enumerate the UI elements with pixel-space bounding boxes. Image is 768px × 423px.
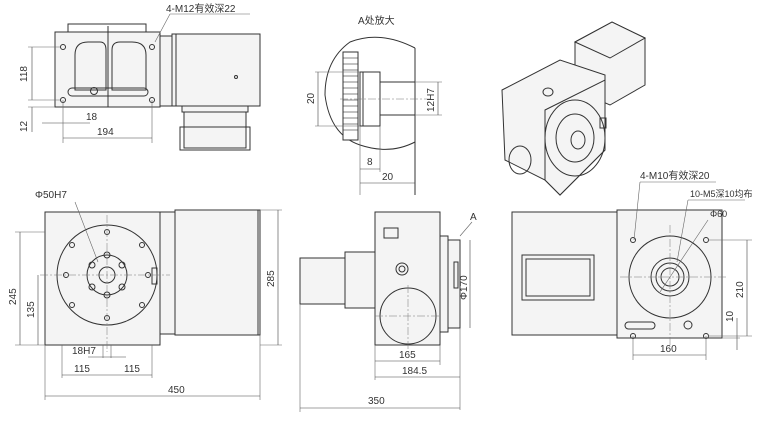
dim-12: 12: [19, 120, 30, 132]
top-view: 4-M12有效深22 118 12 18 194: [19, 2, 261, 151]
dim-phi50h7: Φ50H7: [35, 190, 67, 201]
hole-note-m5: 10-M5深10均布: [690, 188, 753, 199]
dim-210: 210: [735, 281, 746, 298]
dim-12h7: 12H7: [426, 88, 437, 112]
rear-view: 4-M10有效深20 10-M5深10均布 Φ60 210 10 160: [511, 169, 753, 360]
dim-135: 135: [26, 301, 37, 318]
dim-160: 160: [660, 344, 677, 355]
dim-118: 118: [19, 66, 30, 82]
dim-285: 285: [266, 270, 277, 287]
dim-18h7: 18H7: [72, 346, 96, 357]
thread-note-m12: 4-M12有效深22: [166, 2, 236, 15]
isometric-view: [501, 21, 647, 196]
dim-245: 245: [8, 288, 19, 305]
dim-8: 8: [367, 157, 373, 168]
dim-20-vertical: 20: [306, 92, 317, 104]
dim-350: 350: [368, 396, 385, 407]
side-view: A Φ170 165 184.5 350: [299, 211, 477, 412]
dim-450: 450: [168, 385, 185, 396]
dim-115-left: 115: [74, 364, 90, 375]
dim-115-right: 115: [124, 364, 140, 375]
dim-10: 10: [725, 310, 736, 322]
dim-194: 194: [97, 127, 114, 138]
front-view: Φ50H7 245 135 285 18H7 115 115 450: [8, 190, 282, 400]
detail-title: A处放大: [358, 14, 395, 27]
dim-18: 18: [86, 112, 98, 123]
hatching: [343, 57, 358, 131]
dim-phi60: Φ60: [710, 209, 727, 219]
marker-a: A: [470, 212, 477, 223]
dim-165: 165: [399, 350, 416, 361]
dim-phi170: Φ170: [459, 275, 470, 300]
detail-a: A处放大 20 12H7 8 20: [306, 14, 442, 195]
dim-20-horizontal: 20: [382, 172, 394, 183]
dim-184-5: 184.5: [402, 366, 427, 377]
thread-note-m10: 4-M10有效深20: [640, 169, 710, 182]
